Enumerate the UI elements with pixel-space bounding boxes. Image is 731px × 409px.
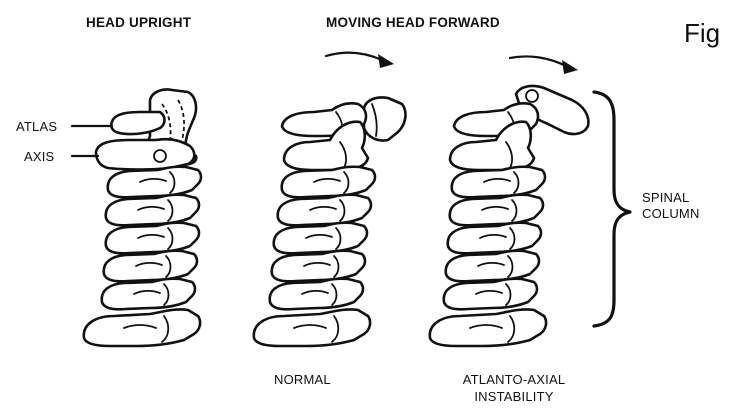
normal-spine — [254, 53, 406, 346]
label-spinal: SPINAL — [642, 190, 689, 205]
caption-instability-line1: ATLANTO-AXIAL — [454, 372, 574, 387]
instability-spine — [430, 56, 630, 346]
figure-label: Fig — [684, 18, 731, 48]
caption-normal: NORMAL — [274, 372, 331, 387]
upright-spine — [72, 89, 201, 346]
label-axis: AXIS — [24, 149, 54, 164]
caption-instability-line2: INSTABILITY — [454, 389, 574, 404]
spinal-column-brace — [594, 92, 630, 326]
heading-moving-head-forward: MOVING HEAD FORWARD — [326, 15, 500, 30]
heading-head-upright: HEAD UPRIGHT — [86, 15, 191, 30]
label-atlas: ATLAS — [16, 119, 57, 134]
label-column: COLUMN — [642, 206, 731, 221]
